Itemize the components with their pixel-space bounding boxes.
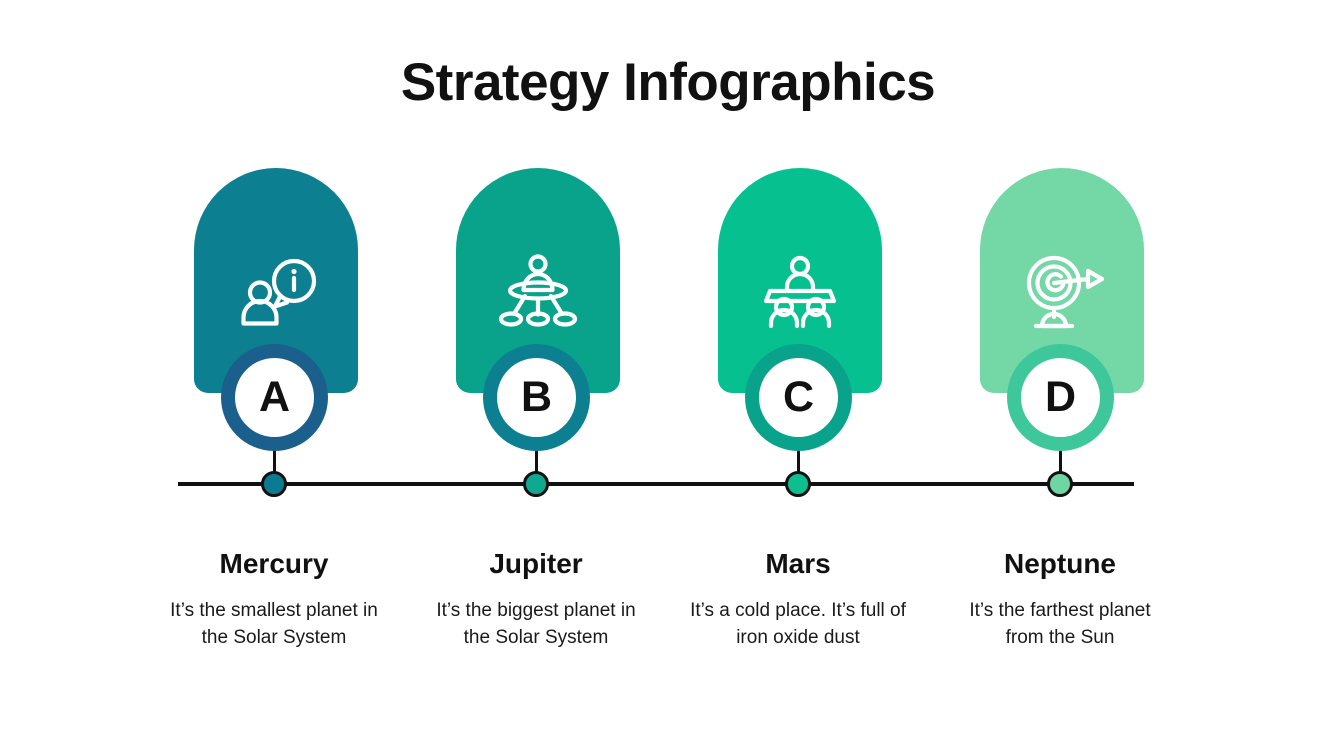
person-info-icon (194, 240, 358, 344)
item-title-b: Jupiter (489, 548, 583, 579)
timeline-dot-c[interactable] (785, 471, 811, 497)
item-card-c[interactable] (718, 168, 882, 393)
timeline-dot-d[interactable] (1047, 471, 1073, 497)
item-description-d: It’s the farthest planet from the Sun (969, 600, 1151, 648)
timeline-item-b[interactable]: B Jupiter It’s the biggest planet in the… (402, 0, 670, 752)
badge-stem-a (273, 430, 276, 484)
badge-letter-b: B (497, 358, 576, 437)
timeline-dot-b[interactable] (523, 471, 549, 497)
badge-b[interactable]: B (483, 344, 590, 451)
badge-c[interactable]: C (745, 344, 852, 451)
timeline-dot-a[interactable] (261, 471, 287, 497)
item-description-b: It’s the biggest planet in the Solar Sys… (436, 600, 636, 648)
badge-stem-d (1059, 430, 1062, 484)
item-title-d: Neptune (1004, 548, 1116, 579)
badge-d[interactable]: D (1007, 344, 1114, 451)
timeline-item-a[interactable]: A Mercury It’s the smallest planet in th… (140, 0, 408, 752)
badge-letter-a: A (235, 358, 314, 437)
target-arrow-icon (980, 240, 1144, 344)
item-description-c: It’s a cold place. It’s full of iron oxi… (690, 600, 906, 648)
item-title-c: Mars (765, 548, 831, 579)
badge-stem-b (535, 430, 538, 484)
timeline-baseline (178, 482, 1134, 486)
item-title-a: Mercury (219, 548, 329, 579)
badge-letter-d: D (1021, 358, 1100, 437)
badge-letter-c: C (759, 358, 838, 437)
badge-stem-c (797, 430, 800, 484)
team-meeting-icon (718, 240, 882, 344)
item-description-a: It’s the smallest planet in the Solar Sy… (170, 600, 378, 648)
round-table-presentation-icon (456, 240, 620, 344)
timeline-item-c[interactable]: C Mars It’s a cold place. It’s full of i… (664, 0, 932, 752)
page-title: Strategy Infographics (400, 53, 936, 112)
timeline-item-d[interactable]: D Neptune It’s the farthest planet from … (926, 0, 1194, 752)
badge-a[interactable]: A (221, 344, 328, 451)
